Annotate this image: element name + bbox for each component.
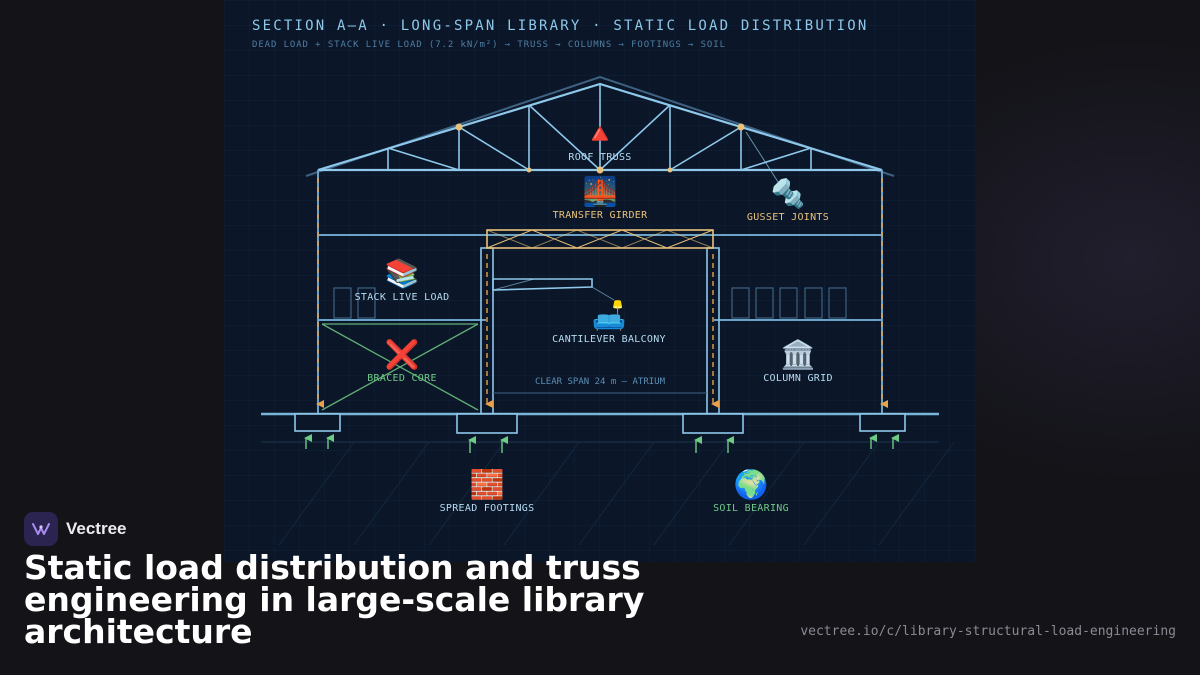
triangle-icon: 🔺	[582, 117, 618, 150]
transfer-girder-drawing	[486, 229, 714, 249]
node-gusset-joints: 🔩 GUSSET JOINTS	[708, 177, 868, 224]
diagram-panel: SECTION A–A · LONG-SPAN LIBRARY · STATIC…	[224, 0, 976, 562]
node-label: BRACED CORE	[367, 373, 437, 384]
node-label: SPREAD FOOTINGS	[439, 503, 535, 514]
bolt-icon: 🔩	[770, 177, 806, 210]
truss-nodes	[455, 123, 745, 174]
node-label: CANTILEVER BALCONY	[552, 334, 666, 345]
span-note: CLEAR SPAN 24 m — ATRIUM	[534, 377, 666, 387]
node-label: STACK LIVE LOAD	[354, 292, 450, 303]
brick-icon: 🧱	[469, 468, 505, 501]
bridge-icon: 🌉	[582, 175, 618, 208]
node-cantilever-balcony: 🛋️ CANTILEVER BALCONY	[529, 299, 689, 346]
brand[interactable]: Vectree	[24, 512, 127, 546]
footings	[294, 413, 906, 434]
frame	[261, 170, 939, 416]
globe-icon: 🌍	[733, 468, 769, 501]
node-roof-truss: 🔺 ROOF TRUSS	[520, 117, 680, 164]
braced-core-drawing	[321, 323, 479, 411]
roof-truss-drawing	[305, 75, 895, 177]
couch-icon: 🛋️	[591, 299, 627, 332]
cantilever-drawing	[492, 278, 615, 301]
section-drawing	[224, 0, 976, 562]
soil-hatch	[278, 441, 955, 546]
node-soil-bearing: 🌍 SOIL BEARING	[671, 468, 831, 515]
columns-icon: 🏛️	[780, 338, 816, 371]
gusset-leader	[745, 131, 781, 186]
windows	[333, 287, 847, 319]
soil-reactions	[304, 434, 899, 453]
node-braced-core: ❌ BRACED CORE	[322, 338, 482, 385]
cross-icon: ❌	[384, 338, 420, 371]
node-label: COLUMN GRID	[763, 373, 833, 384]
brand-name: Vectree	[66, 519, 127, 538]
books-icon: 📚	[384, 257, 420, 290]
load-paths	[316, 178, 888, 408]
node-column-grid: 🏛️ COLUMN GRID	[718, 338, 878, 385]
vectree-logo-icon	[24, 512, 58, 546]
node-stack-live-load: 📚 STACK LIVE LOAD	[322, 257, 482, 304]
diagram-title: SECTION A–A · LONG-SPAN LIBRARY · STATIC…	[252, 18, 869, 34]
node-label: TRANSFER GIRDER	[552, 210, 648, 221]
page-title: Static load distribution and truss engin…	[24, 548, 645, 651]
node-label: ROOF TRUSS	[568, 152, 632, 163]
diagram-subtitle: DEAD LOAD + STACK LIVE LOAD (7.2 kN/m²) …	[252, 40, 726, 50]
node-label: GUSSET JOINTS	[746, 212, 830, 223]
node-label: SOIL BEARING	[713, 503, 789, 514]
node-transfer-girder: 🌉 TRANSFER GIRDER	[520, 175, 680, 222]
page-url[interactable]: vectree.io/c/library-structural-load-eng…	[800, 624, 1176, 639]
node-spread-footings: 🧱 SPREAD FOOTINGS	[407, 468, 567, 515]
